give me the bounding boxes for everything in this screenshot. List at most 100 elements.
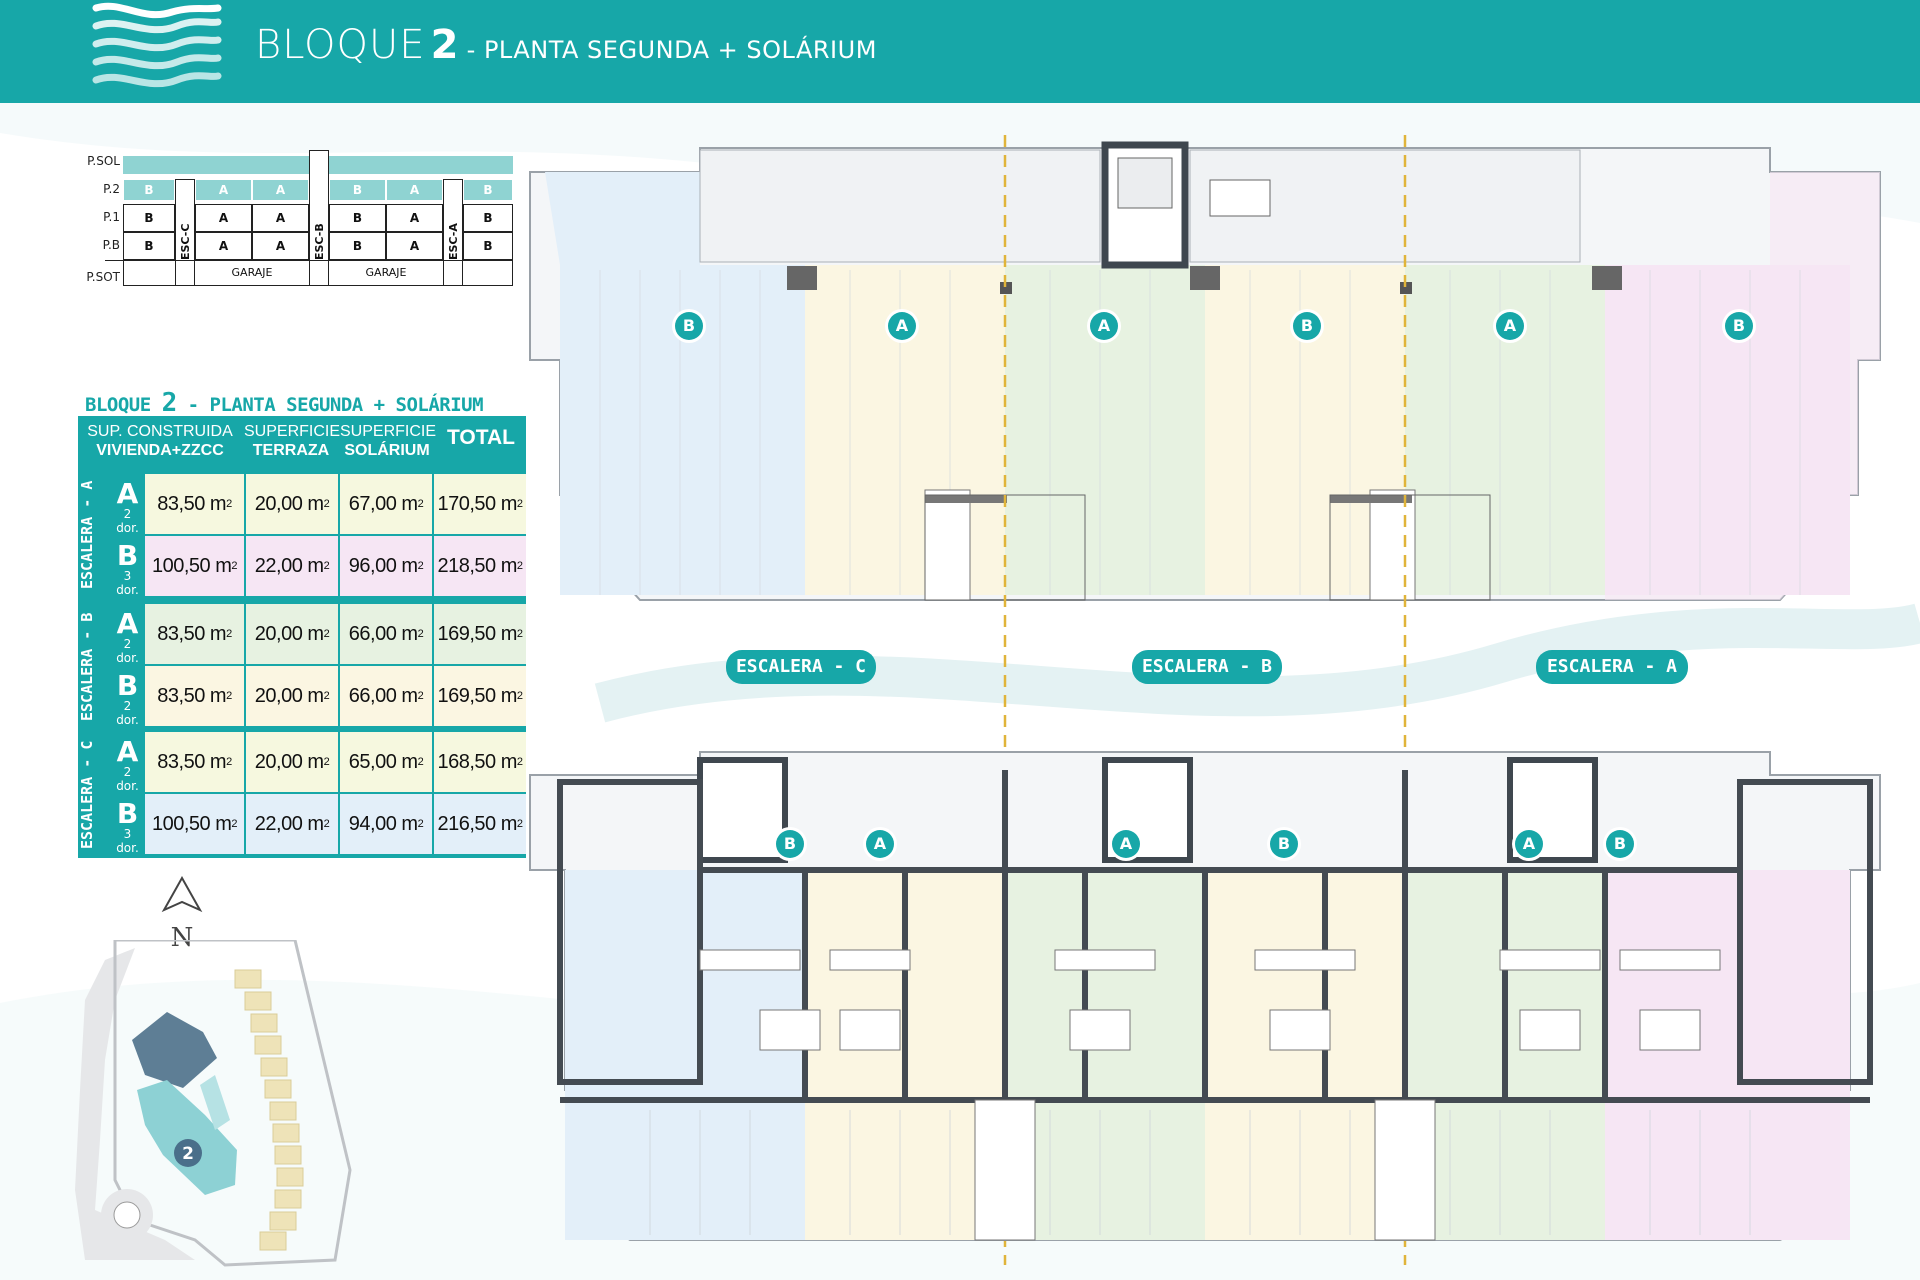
section-cell: B: [123, 179, 175, 201]
section-cell: A: [252, 179, 309, 201]
stair-label-a: ESCALERA - A: [1536, 650, 1688, 684]
cell-unit: m: [401, 622, 418, 645]
garage-label: GARAJE: [231, 266, 273, 279]
cell-unit-exp: 2: [516, 818, 523, 830]
section-cell: B: [463, 232, 513, 260]
cell-value: 218,50: [437, 554, 496, 577]
cell-unit: m: [307, 492, 324, 515]
cell-unit-exp: 2: [226, 690, 232, 702]
cell-unit: m: [500, 750, 518, 773]
cell-value: 169,50: [437, 684, 496, 707]
cell-unit-exp: 2: [323, 756, 330, 768]
unit-marker: B: [1606, 830, 1634, 858]
unit-dorms: 2 dor.: [116, 765, 139, 793]
cell-unit: m: [307, 622, 324, 645]
unit-marker: A: [866, 830, 894, 858]
table-title-pre: BLOQUE: [85, 394, 162, 416]
cell-value: 66,00: [348, 684, 397, 707]
unit-marker: A: [1112, 830, 1140, 858]
unit-type: B: [116, 539, 139, 572]
cell-value: 83,50: [157, 492, 205, 515]
cell-value: 83,50: [157, 750, 205, 773]
building-section: P.SOL P.2 P.1 P.B P.SOT B A A B A B B A …: [75, 150, 515, 290]
section-cell: A: [252, 232, 309, 260]
cell-unit-exp: 2: [231, 560, 238, 572]
section-cell: A: [195, 232, 252, 260]
section-cell: B: [463, 204, 513, 232]
cell-value: 65,00: [348, 750, 397, 773]
site-plan: 2: [75, 940, 352, 1267]
north-label: N: [171, 923, 194, 950]
page-title: BLOQUE 2 - PLANTA SEGUNDA + SOLÁRIUM: [255, 22, 877, 68]
stair-label-b: ESCALERA - B: [1132, 650, 1282, 684]
cell-unit-exp: 2: [417, 818, 424, 830]
level-label: P.SOT: [86, 270, 120, 284]
unit-marker: B: [675, 312, 703, 340]
cell-value: 20,00: [254, 750, 303, 773]
cell-value: 94,00: [348, 812, 397, 835]
unit-marker: A: [1515, 830, 1543, 858]
unit-dorms: 3 dor.: [116, 827, 139, 855]
unit-marker: B: [1270, 830, 1298, 858]
floor-plan: [529, 751, 1881, 1241]
unit-dorms: 3 dor.: [116, 569, 139, 597]
cell-unit: m: [401, 812, 418, 835]
level-label: P.SOL: [87, 154, 120, 168]
cell-value: 22,00: [254, 812, 303, 835]
cell-unit-exp: 2: [516, 628, 523, 640]
cell-unit-exp: 2: [417, 560, 424, 572]
garage-label: GARAJE: [365, 266, 407, 279]
cell-unit-exp: 2: [226, 628, 232, 640]
cell-unit: m: [307, 554, 324, 577]
cell-unit: m: [215, 554, 232, 577]
unit-type: A: [116, 607, 139, 640]
level-label: P.1: [103, 210, 120, 224]
unit-dorms: 2 dor.: [116, 699, 139, 727]
section-cell: B: [329, 179, 386, 201]
unit-type: A: [116, 735, 139, 768]
unit-marker: A: [1496, 312, 1524, 340]
cell-unit-exp: 2: [417, 498, 424, 510]
section-cell: A: [252, 204, 309, 232]
cell-value: 83,50: [157, 684, 205, 707]
cell-value: 168,50: [437, 750, 496, 773]
header-bar: BLOQUE 2 - PLANTA SEGUNDA + SOLÁRIUM: [0, 0, 1920, 103]
cell-unit: m: [500, 554, 518, 577]
cell-unit-exp: 2: [323, 498, 330, 510]
cell-unit-exp: 2: [516, 560, 523, 572]
col-header-total: TOTAL: [446, 426, 516, 449]
unit-marker: B: [1293, 312, 1321, 340]
cell-value: 20,00: [254, 684, 303, 707]
title-main: BLOQUE: [255, 22, 426, 68]
cell-unit-exp: 2: [417, 628, 424, 640]
title-dash: -: [458, 36, 484, 64]
section-cell: A: [386, 232, 443, 260]
cell-unit: m: [500, 812, 518, 835]
section-cell: B: [123, 232, 175, 260]
basement-outline: [123, 260, 513, 286]
unit-type: A: [116, 477, 139, 510]
unit-marker: B: [776, 830, 804, 858]
